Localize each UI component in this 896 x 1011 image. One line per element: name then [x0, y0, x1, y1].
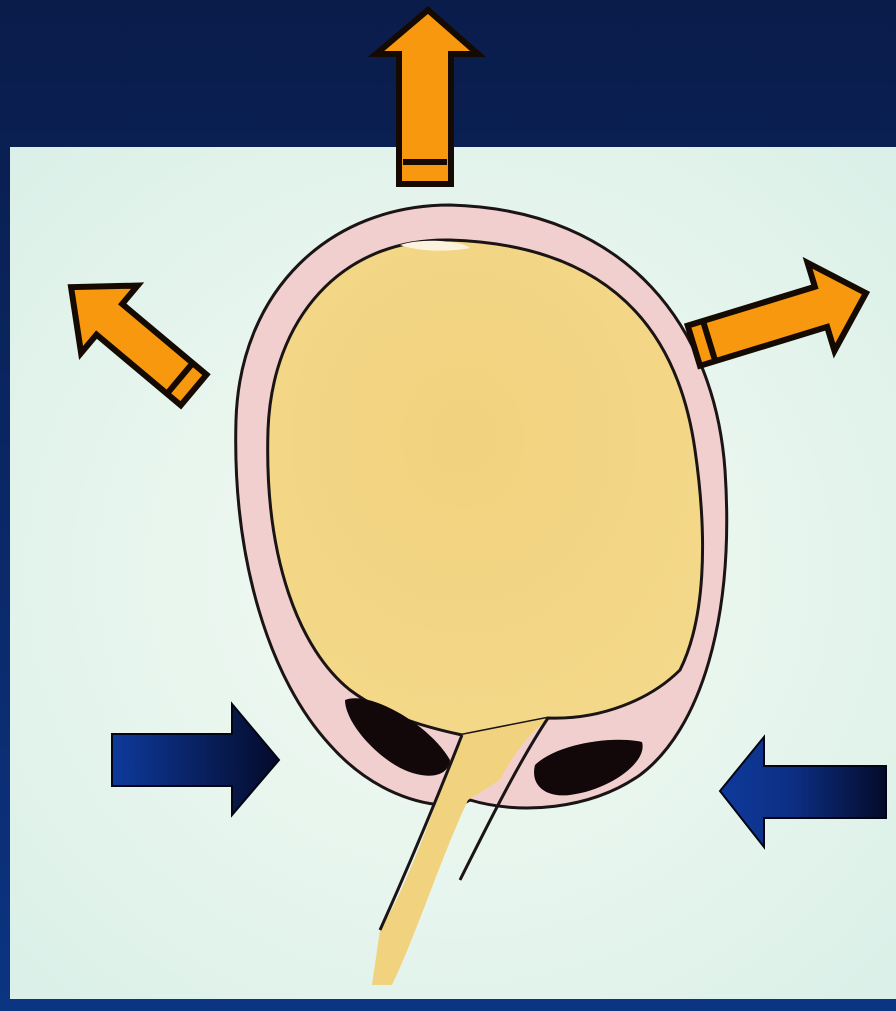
- bladder-lumen: [268, 240, 703, 735]
